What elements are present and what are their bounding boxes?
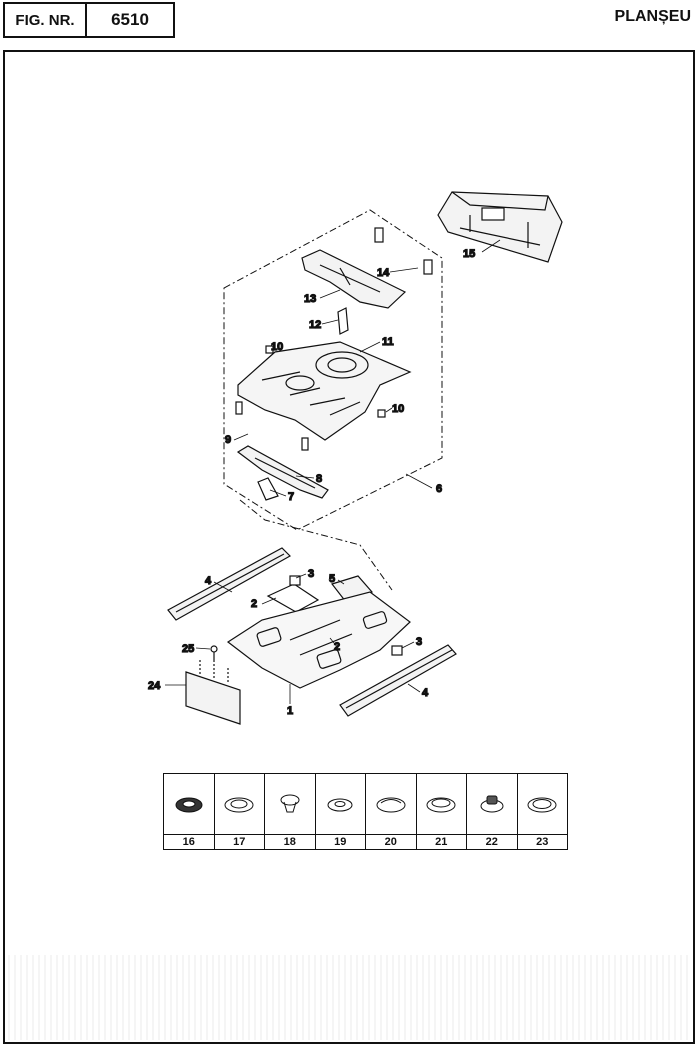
- callout-12: 12: [309, 319, 321, 331]
- part-2-cross-member-a: [266, 583, 320, 613]
- part-14-brackets: [374, 227, 433, 275]
- part-number: 16: [164, 834, 214, 849]
- part-7-bracket: [257, 477, 279, 501]
- part-3-bracket-b: [391, 645, 403, 656]
- parts-cell-23: 23: [517, 774, 567, 849]
- callout-24: 24: [148, 680, 161, 692]
- part-13-cross-member: [301, 249, 407, 309]
- grommet-23-icon: [527, 797, 557, 813]
- callout-15: 15: [463, 248, 475, 260]
- callout-13: 13: [304, 293, 316, 305]
- part-9-brackets: [235, 401, 309, 451]
- sheet-title: PLANȘEU: [614, 8, 691, 25]
- part-12-bracket: [337, 307, 349, 335]
- part-8-reinforcement: [236, 445, 329, 499]
- callout-25: 25: [182, 643, 194, 655]
- parts-cell-18: 18: [265, 774, 316, 849]
- callout-2b: 2: [334, 641, 340, 653]
- plug-22-icon: [480, 795, 504, 813]
- callout-4a: 4: [205, 575, 212, 587]
- callout-2a: 2: [251, 598, 257, 610]
- figure-label: FIG. NR.: [5, 4, 87, 36]
- plug-18-icon: [280, 794, 300, 813]
- callout-labels: 15 14 13 12 10 11 10 9 8 7 6 4 3 5 2 2 3…: [147, 247, 475, 717]
- callout-9: 9: [225, 434, 231, 446]
- parts-cell-16: 16: [164, 774, 215, 849]
- parts-cell-17: 17: [214, 774, 265, 849]
- grommet-19-icon: [327, 798, 353, 812]
- part-25-bolt: [210, 645, 218, 662]
- callout-7: 7: [288, 491, 294, 503]
- part-number: 19: [315, 834, 365, 849]
- parts-cell-19: 19: [315, 774, 366, 849]
- leader-lines: [165, 239, 501, 704]
- part-4-sill-right: [339, 644, 457, 717]
- callout-11: 11: [382, 336, 394, 348]
- part-number: 18: [265, 834, 315, 849]
- parts-cell-22: 22: [467, 774, 518, 849]
- callout-3b: 3: [416, 636, 422, 648]
- figure-number-box: FIG. NR. 6510: [3, 2, 175, 38]
- drawing-frame: [3, 50, 695, 1044]
- callout-1: 1: [287, 705, 293, 717]
- callout-14: 14: [377, 267, 390, 279]
- callout-10a: 10: [271, 341, 283, 353]
- cap-21-icon: [426, 797, 456, 813]
- callout-4b: 4: [422, 687, 429, 699]
- grommet-parts-table: 16 17 18 19 20 21 22 23: [163, 773, 568, 850]
- part-11-rear-floor: [237, 341, 412, 441]
- part-number: 22: [467, 834, 517, 849]
- callout-10b: 10: [392, 403, 404, 415]
- part-1-front-floor: [226, 591, 411, 689]
- parts-cell-20: 20: [366, 774, 417, 849]
- part-number: 17: [214, 834, 264, 849]
- part-10-clip-b: [377, 409, 386, 418]
- part-24-plate: [185, 660, 241, 725]
- part-number: 23: [517, 834, 567, 849]
- grommet-17-icon: [224, 797, 254, 813]
- part-4-sill-left: [167, 547, 291, 621]
- part-3-bracket-a: [289, 575, 301, 586]
- figure-number: 6510: [111, 10, 149, 29]
- part-number: 20: [366, 834, 416, 849]
- callout-5: 5: [329, 573, 335, 585]
- part-15-rear-panel: [437, 191, 563, 263]
- part-10-clip-a: [265, 345, 274, 354]
- parts-cell-21: 21: [416, 774, 467, 849]
- part-number: 21: [416, 834, 466, 849]
- callout-3a: 3: [308, 568, 314, 580]
- assembly-6-outline: [223, 209, 443, 531]
- cap-20-icon: [376, 797, 406, 813]
- callout-8: 8: [316, 473, 322, 485]
- grommet-16-icon: [175, 797, 203, 813]
- callout-6: 6: [436, 483, 442, 495]
- scan-noise-band: [8, 955, 690, 1040]
- assembly-link-line: [239, 499, 393, 591]
